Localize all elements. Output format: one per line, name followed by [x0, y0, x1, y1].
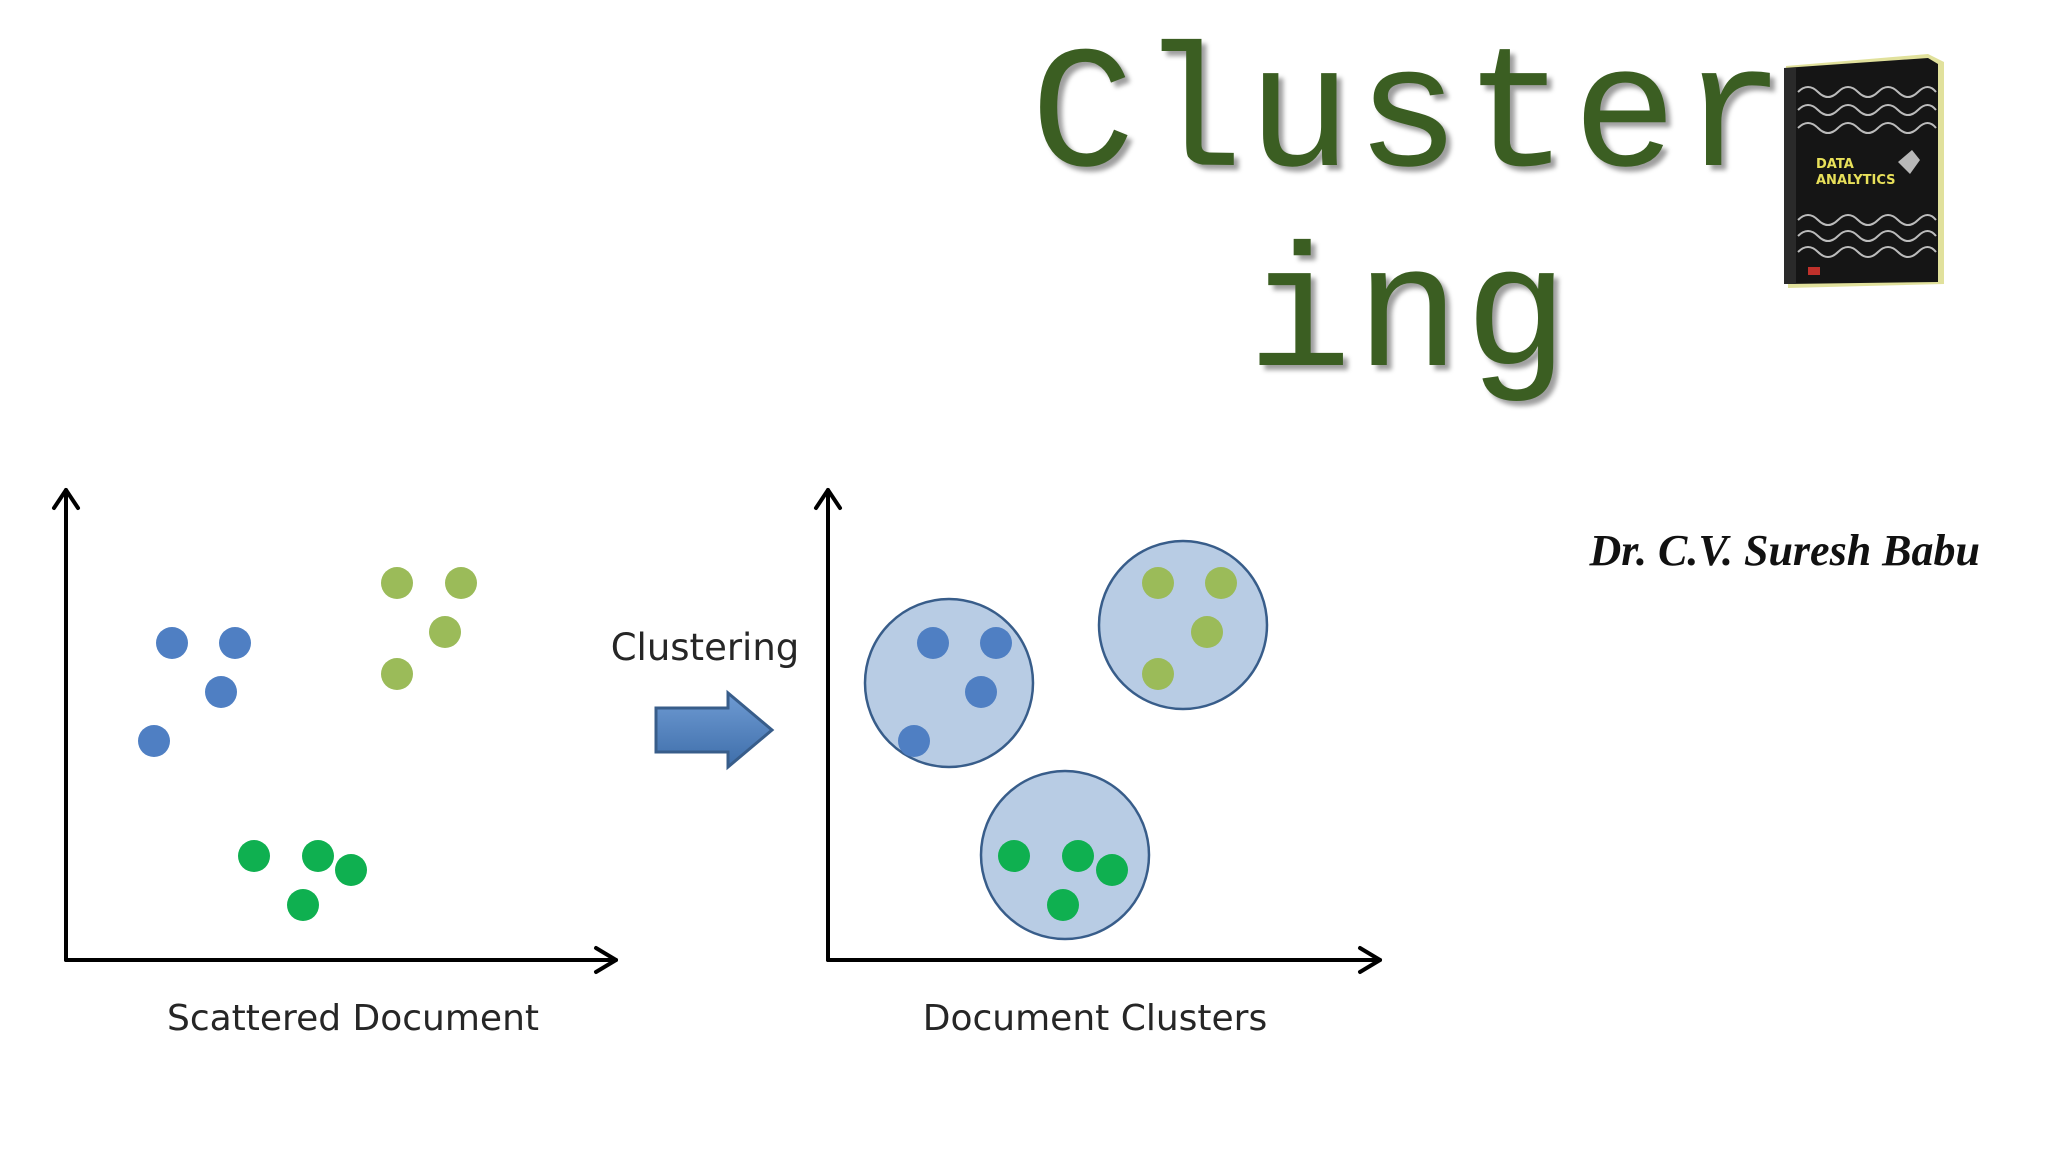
dot-green — [1096, 854, 1128, 886]
slide-title: Cluster ing — [990, 20, 1830, 420]
book-cover-graphic: DATA ANALYTICS — [1784, 54, 1944, 288]
dot-blue — [965, 676, 997, 708]
title-line-1: Cluster — [1030, 21, 1790, 218]
left-x-arrowhead — [594, 946, 618, 974]
book-cover-image: DATA ANALYTICS — [1778, 52, 1948, 292]
dot-blue — [156, 627, 188, 659]
author-name: Dr. C.V. Suresh Babu — [1589, 526, 1981, 575]
dot-blue — [898, 725, 930, 757]
dot-lightgreen — [381, 567, 413, 599]
dot-blue — [219, 627, 251, 659]
left-axes — [52, 488, 618, 974]
book-title-line-1: DATA — [1816, 157, 1854, 172]
cluster-circle-blue — [863, 597, 1035, 769]
dot-green — [287, 889, 319, 921]
right-axes — [814, 488, 1382, 974]
dot-green — [1062, 840, 1094, 872]
book-title-line-2: ANALYTICS — [1816, 173, 1896, 188]
dot-green — [1047, 889, 1079, 921]
dot-blue — [205, 676, 237, 708]
dot-blue — [980, 627, 1012, 659]
clustering-diagram: Scattered Document Clustering — [0, 460, 1420, 1080]
arrow-label: Clustering — [611, 626, 800, 669]
dot-lightgreen — [445, 567, 477, 599]
dot-blue — [917, 627, 949, 659]
dot-lightgreen — [1142, 658, 1174, 690]
left-dots — [138, 567, 477, 921]
dot-lightgreen — [429, 616, 461, 648]
right-y-arrowhead — [814, 488, 842, 510]
dot-lightgreen — [1205, 567, 1237, 599]
title-line-2: ing — [1247, 221, 1573, 418]
dot-lightgreen — [1191, 616, 1223, 648]
dot-green — [335, 854, 367, 886]
dot-lightgreen — [1142, 567, 1174, 599]
right-caption: Document Clusters — [923, 998, 1267, 1039]
dot-green — [238, 840, 270, 872]
right-dots — [898, 567, 1237, 921]
right-x-arrowhead — [1358, 946, 1382, 974]
dot-lightgreen — [381, 658, 413, 690]
left-y-arrowhead — [52, 488, 80, 510]
left-caption: Scattered Document — [167, 998, 539, 1039]
dot-blue — [138, 725, 170, 757]
right-arrow-icon — [654, 689, 775, 771]
dot-green — [998, 840, 1030, 872]
dot-green — [302, 840, 334, 872]
cluster-circle-lightgreen — [1097, 539, 1269, 711]
clustering-diagram-svg: Scattered Document Clustering — [52, 488, 1382, 1039]
